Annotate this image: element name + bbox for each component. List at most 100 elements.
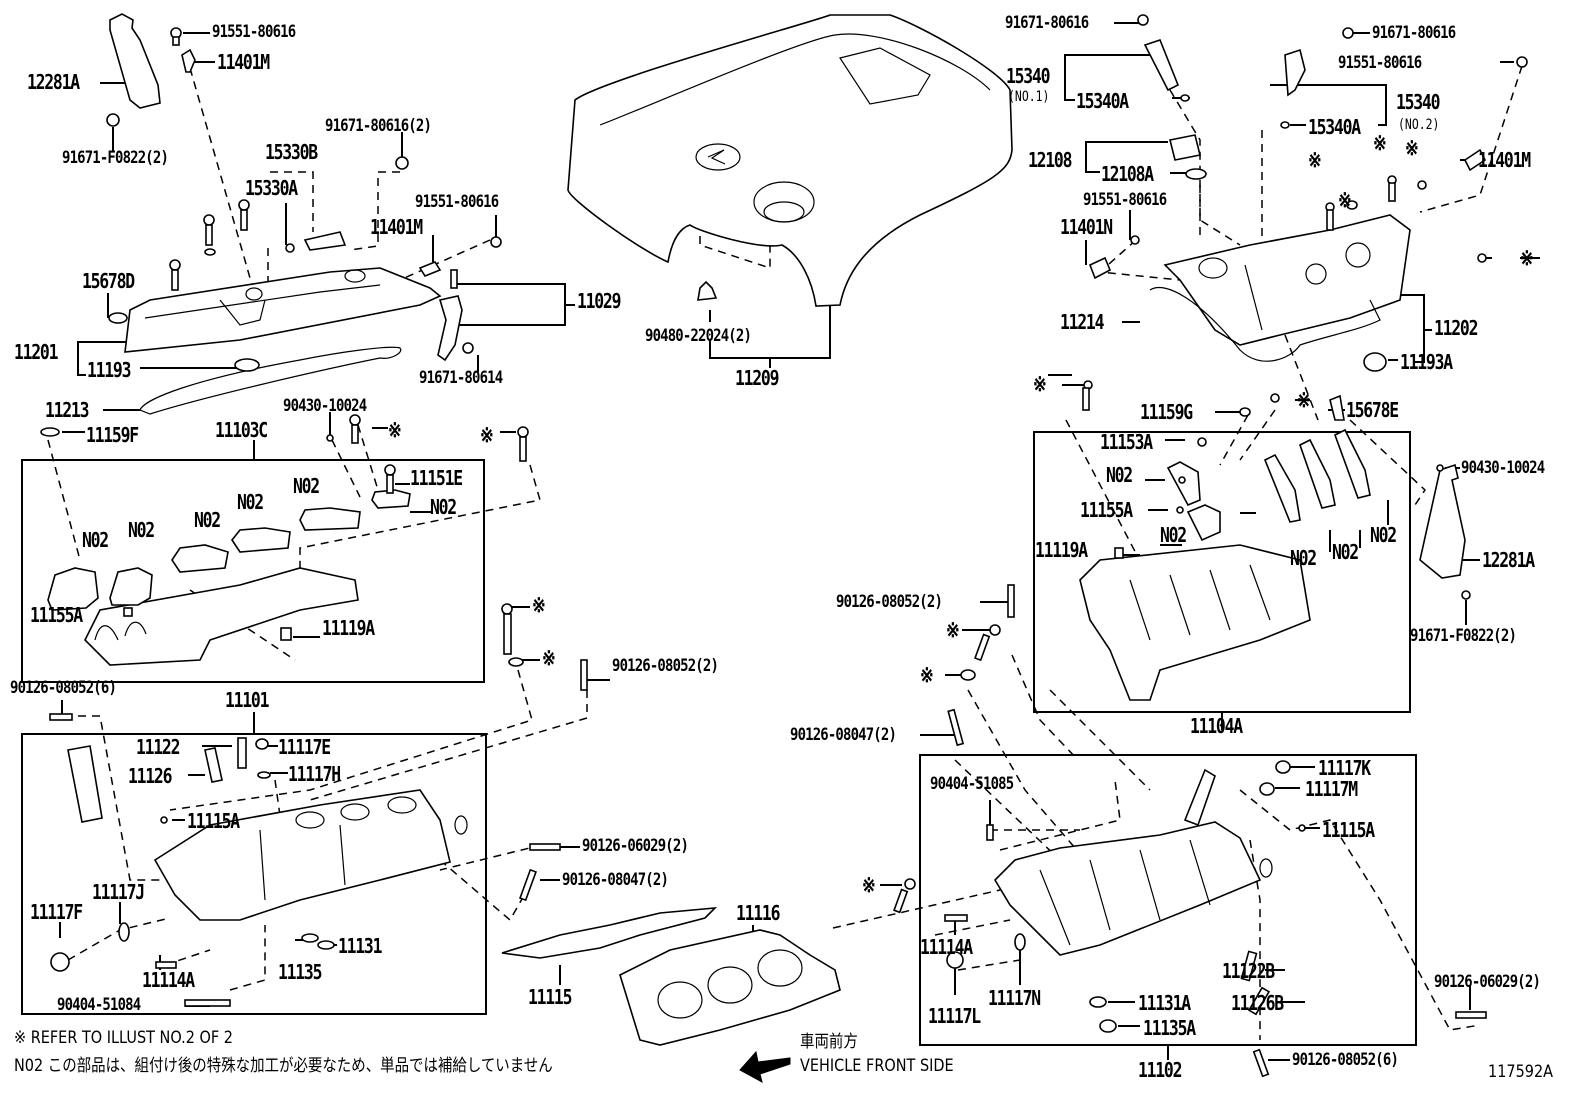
refer-mark: ※ <box>920 663 934 687</box>
label-n02-r: N02 <box>1332 540 1359 564</box>
label-11135A: 11135A <box>1143 1016 1196 1040</box>
bracket-15330B <box>270 171 314 232</box>
label-11117E: 11117E <box>278 735 331 759</box>
label-15340A-2: 15340A <box>1308 115 1361 139</box>
label-90126-06029-r: 90126-06029(2) <box>1434 972 1541 992</box>
label-11153A: 11153A <box>1100 430 1153 454</box>
label-11029: 11029 <box>577 289 621 313</box>
label-15678E: 15678E <box>1346 398 1399 422</box>
label-11131: 11131 <box>338 934 382 958</box>
label-12281A-r: 12281A <box>1482 548 1535 572</box>
label-11401M-b: 11401M <box>370 215 423 239</box>
label-15340-no2: 15340 <box>1396 90 1440 114</box>
label-90126-08052-2: 90126-08052(2) <box>612 656 719 676</box>
label-11122B: 11122B <box>1222 959 1275 983</box>
label-90126-06029: 90126-06029(2) <box>582 836 689 856</box>
label-15330A: 15330A <box>245 176 298 200</box>
engine-cover-11209 <box>567 14 1013 307</box>
note-vehicle-front-jp: 車両前方 <box>800 1032 858 1052</box>
label-11155A-r: 11155A <box>1080 498 1133 522</box>
label-90126-08052-6-r: 90126-08052(6) <box>1292 1050 1399 1070</box>
seal-11193A <box>1363 352 1387 372</box>
bracket-11029 <box>437 295 463 362</box>
valve-cover-11201 <box>124 267 442 353</box>
label-90480-22024: 90480-22024(2) <box>645 326 752 346</box>
label-11135: 11135 <box>278 960 322 984</box>
label-90404-51084: 90404-51084 <box>57 995 141 1015</box>
label-11159F: 11159F <box>86 423 139 447</box>
label-11159G: 11159G <box>1140 400 1193 424</box>
label-91671-80616-r1: 91671-80616 <box>1005 13 1089 33</box>
refer-mark: ※ <box>1297 388 1311 412</box>
label-11114A-r: 11114A <box>920 935 973 959</box>
label-91671-80614: 91671-80614 <box>419 368 503 388</box>
cylinder-head-left <box>67 745 468 921</box>
refer-mark: ※ <box>1405 136 1419 160</box>
label-11116: 11116 <box>736 901 780 925</box>
label-90126-08047-r: 90126-08047(2) <box>790 725 897 745</box>
label-11115: 11115 <box>528 985 572 1009</box>
refer-mark: ※ <box>1520 246 1534 270</box>
label-11131A: 11131A <box>1138 991 1191 1015</box>
label-11117N: 11117N <box>988 986 1041 1010</box>
label-90126-08052-6: 90126-08052(6) <box>10 678 117 698</box>
bracket-15340-no1 <box>1064 54 1160 101</box>
seal-11193 <box>234 358 260 372</box>
label-no1: (NO.1) <box>1008 89 1050 105</box>
label-91551-80616-b: 91551-80616 <box>415 192 499 212</box>
label-n02-r: N02 <box>1106 463 1133 487</box>
gasket-11115 <box>501 907 718 959</box>
label-11126B: 11126B <box>1231 991 1284 1015</box>
bracket-12281A-right <box>1419 463 1466 579</box>
label-n02: N02 <box>194 508 221 532</box>
label-11114A: 11114A <box>142 968 195 992</box>
label-90126-08047: 90126-08047(2) <box>562 870 669 890</box>
label-11155A: 11155A <box>30 603 83 627</box>
label-n02-r: N02 <box>1290 546 1317 570</box>
label-91671-80616-r2: 91671-80616 <box>1372 23 1456 43</box>
refer-mark: ※ <box>946 618 960 642</box>
label-11117J: 11117J <box>92 880 145 904</box>
label-n02: N02 <box>128 518 155 542</box>
label-11119A: 11119A <box>322 616 375 640</box>
label-90430-10024: 90430-10024 <box>283 396 367 416</box>
label-no2: (NO.2) <box>1398 117 1440 133</box>
note-refer-illust: ※ REFER TO ILLUST NO.2 OF 2 <box>14 1028 234 1048</box>
label-n02: N02 <box>82 528 109 552</box>
refer-mark: ※ <box>1308 148 1322 172</box>
label-90430-10024-r: 90430-10024 <box>1461 458 1545 478</box>
camshaft-housing-left <box>47 489 411 666</box>
label-11122: 11122 <box>136 735 180 759</box>
label-12108: 12108 <box>1028 148 1072 172</box>
bracket-11029 <box>445 283 566 326</box>
label-11202: 11202 <box>1434 316 1478 340</box>
label-91551-80616-r1: 91551-80616 <box>1338 53 1422 73</box>
label-11193A: 11193A <box>1400 350 1453 374</box>
label-11119A-r: 11119A <box>1035 538 1088 562</box>
label-11117F: 11117F <box>30 900 83 924</box>
label-n02-r: N02 <box>1370 523 1397 547</box>
figure-id: 117592A <box>1488 1062 1554 1082</box>
label-11193: 11193 <box>87 358 131 382</box>
label-11102: 11102 <box>1138 1058 1182 1082</box>
refer-mark: ※ <box>1033 372 1047 396</box>
label-n02-r: N02 <box>1160 523 1187 547</box>
label-11201: 11201 <box>14 340 58 364</box>
label-11103C: 11103C <box>215 418 268 442</box>
label-11214: 11214 <box>1060 310 1104 334</box>
bracket-15340-no2 <box>1270 84 1387 126</box>
bracket-12108 <box>1085 141 1168 173</box>
label-91671-F0822: 91671-F0822(2) <box>62 148 169 168</box>
label-11151E: 11151E <box>410 466 463 490</box>
label-90126-08052-2-r: 90126-08052(2) <box>836 592 943 612</box>
label-15340A-1: 15340A <box>1076 89 1129 113</box>
label-90404-51085: 90404-51085 <box>930 774 1014 794</box>
refer-mark: ※ <box>480 423 494 447</box>
label-11209: 11209 <box>735 366 779 390</box>
refer-mark: ※ <box>532 593 546 617</box>
label-11401M: 11401M <box>217 50 270 74</box>
refer-mark: ※ <box>542 646 556 670</box>
label-11117M: 11117M <box>1305 777 1358 801</box>
label-11117L: 11117L <box>928 1004 981 1028</box>
